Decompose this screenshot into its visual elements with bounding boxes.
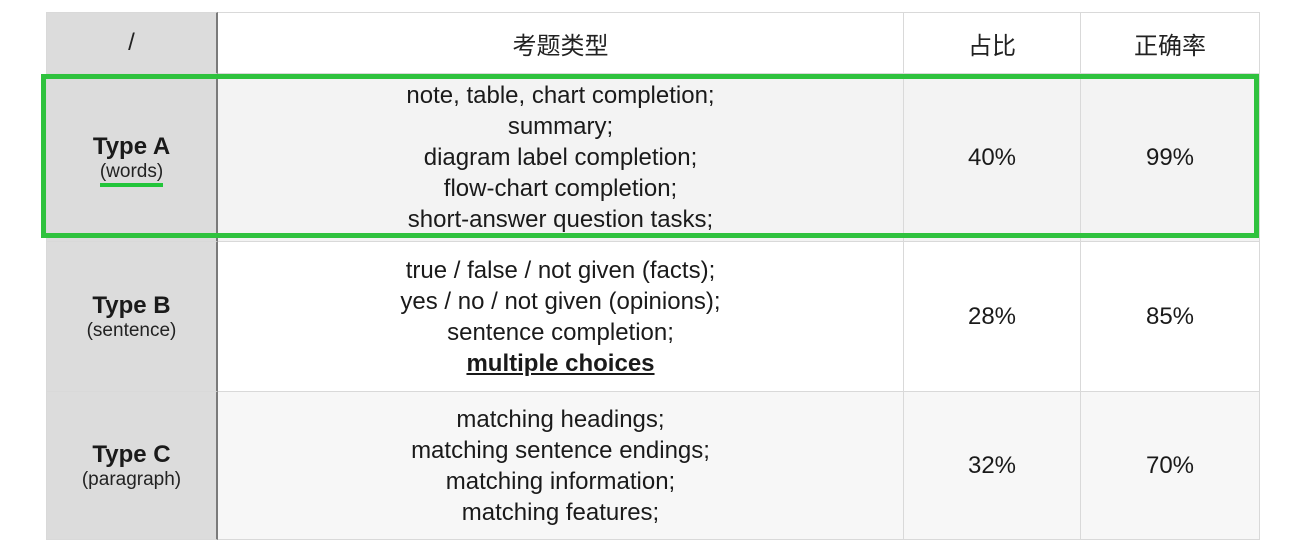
type-a-title: Type A (92, 132, 171, 160)
type-c-cell: Type C (paragraph) (46, 392, 218, 540)
type-b-cell: Type B (sentence) (46, 242, 218, 392)
type-a-cell: Type A (words) (46, 74, 218, 242)
type-a-tasks: note, table, chart completion; summary; … (218, 74, 904, 242)
header-slash: / (46, 12, 218, 74)
task-item: yes / no / not given (opinions); (400, 287, 721, 315)
task-item: sentence completion; (447, 318, 674, 346)
task-item: summary; (507, 113, 614, 140)
task-item: true / false / not given (facts); (405, 256, 716, 284)
table-header-row: / 考题类型 占比 正确率 (46, 12, 1260, 74)
task-item: matching sentence endings; (411, 436, 710, 464)
type-b-share: 28% (904, 242, 1081, 392)
type-a-subtitle: (words) (99, 160, 164, 187)
task-item-emphasized: multiple choices (466, 349, 655, 377)
task-item: matching headings; (456, 405, 665, 433)
type-c-tasks: matching headings; matching sentence end… (218, 392, 904, 540)
type-b-subtitle: (sentence) (86, 319, 177, 341)
type-c-subtitle: (paragraph) (81, 468, 182, 490)
task-item: diagram label completion; (423, 144, 698, 171)
header-share: 占比 (904, 12, 1081, 74)
task-item: matching features; (461, 498, 660, 526)
type-b-tasks: true / false / not given (facts); yes / … (218, 242, 904, 392)
header-question-type: 考题类型 (218, 12, 904, 74)
table-row-type-a: Type A (words) note, table, chart comple… (46, 74, 1260, 242)
type-c-title: Type C (92, 440, 171, 468)
type-b-title: Type B (92, 291, 171, 319)
task-item: short-answer question tasks; (407, 206, 714, 233)
table-row-type-c: Type C (paragraph) matching headings; ma… (46, 392, 1260, 540)
table-row-type-b: Type B (sentence) true / false / not giv… (46, 242, 1260, 392)
type-c-share: 32% (904, 392, 1081, 540)
task-item: matching information; (445, 467, 676, 495)
type-b-accuracy: 85% (1081, 242, 1260, 392)
task-item: note, table, chart completion; (406, 82, 715, 109)
task-item: flow-chart completion; (443, 175, 678, 202)
type-a-share: 40% (904, 74, 1081, 242)
header-accuracy: 正确率 (1081, 12, 1260, 74)
type-a-accuracy: 99% (1081, 74, 1260, 242)
type-c-accuracy: 70% (1081, 392, 1260, 540)
